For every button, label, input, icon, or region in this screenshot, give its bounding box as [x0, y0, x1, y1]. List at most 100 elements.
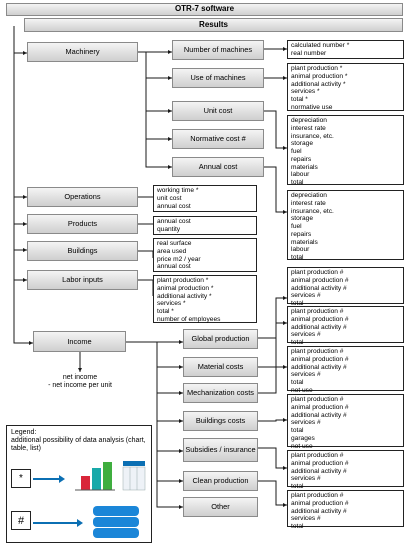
list-item: number of employees: [157, 315, 221, 323]
list-clean-production: plant production # animal production # a…: [287, 490, 404, 530]
list-item: additional activity #: [291, 323, 347, 331]
legend-title: Legend:: [11, 429, 37, 436]
list-item: real number: [291, 49, 327, 57]
list-operations: working time * unit cost annual cost: [153, 185, 257, 212]
node-clean-production: Clean production: [183, 471, 258, 491]
income-text: net income - net income per unit: [22, 374, 138, 394]
list-item: working time *: [157, 187, 199, 194]
node-income: Income: [33, 331, 126, 352]
legend-symbol-star: *: [11, 469, 31, 488]
list-item: services #: [291, 331, 321, 339]
node-material-costs: Material costs: [183, 357, 258, 377]
list-item: quantity: [157, 225, 181, 233]
list-unit-cost: depreciation interest rate insurance, et…: [287, 115, 404, 186]
node-other: Other: [183, 497, 258, 517]
list-item: services *: [291, 88, 320, 96]
legend-symbol-hash: #: [11, 511, 31, 530]
list-item: total *: [157, 308, 174, 316]
list-item: services #: [291, 371, 321, 379]
list-item: plant production *: [157, 277, 209, 284]
arrow-head-icon: [59, 475, 65, 483]
list-products: annual cost quantity: [153, 216, 257, 235]
list-item: total: [291, 523, 304, 531]
list-item: services #: [291, 515, 321, 523]
list-item: plant production #: [291, 348, 344, 355]
list-item: storage: [291, 140, 313, 148]
list-item: repairs: [291, 155, 312, 163]
list-item: depreciation: [291, 192, 327, 199]
legend-graphics: [33, 461, 146, 538]
arrow-head-icon: [77, 519, 83, 527]
list-item: total: [291, 483, 304, 491]
list-item: fuel: [291, 223, 302, 231]
list-item: fuel: [291, 148, 302, 156]
list-buildings: real surface area used price m2 / year a…: [153, 238, 257, 272]
income-text-line: net income: [62, 374, 98, 381]
list-item: additional activity #: [291, 467, 347, 475]
list-item: total: [291, 254, 304, 262]
node-products: Products: [27, 214, 138, 234]
node-mechanization-costs: Mechanization costs: [183, 383, 258, 403]
bar-chart-icon: [75, 462, 115, 491]
list-item: materials: [291, 163, 318, 171]
database-icon: [93, 506, 139, 538]
list-item: annual cost: [157, 202, 191, 210]
list-item: services *: [157, 300, 186, 308]
node-operations: Operations: [27, 187, 138, 207]
list-item: animal production *: [157, 284, 214, 292]
list-item: labour: [291, 171, 310, 179]
node-machinery: Machinery: [27, 42, 138, 62]
list-item: animal production #: [291, 315, 349, 323]
list-item: plant production #: [291, 396, 344, 403]
list-subsidies-insurance: plant production # animal production # a…: [287, 450, 404, 490]
list-item: not use: [291, 386, 313, 394]
list-item: additional activity *: [157, 292, 212, 300]
list-item: annual cost: [157, 263, 191, 271]
list-item: total: [291, 427, 304, 435]
legend-text: Legend: additional possibility of data a…: [11, 429, 149, 453]
list-item: repairs: [291, 230, 312, 238]
list-item: insurance, etc.: [291, 132, 334, 140]
node-unit-cost: Unit cost: [172, 101, 264, 121]
list-item: total: [291, 379, 304, 387]
list-item: additional activity #: [291, 363, 347, 371]
list-item: animal production #: [291, 355, 349, 363]
list-item: animal production #: [291, 459, 349, 467]
list-item: plant production #: [291, 308, 344, 315]
list-item: animal production *: [291, 72, 348, 80]
list-item: storage: [291, 215, 313, 223]
node-global-production: Global production: [183, 329, 258, 349]
list-item: calculated number *: [291, 42, 350, 49]
list-item: additional activity *: [291, 80, 346, 88]
list-item: insurance, etc.: [291, 207, 334, 215]
list-material-costs: plant production # animal production # a…: [287, 306, 404, 346]
list-item: depreciation: [291, 117, 327, 124]
list-item: garages: [291, 434, 315, 442]
list-item: animal production #: [291, 276, 349, 284]
list-item: area used: [157, 247, 187, 255]
node-annual-cost: Annual cost: [172, 157, 264, 177]
list-item: additional activity #: [291, 411, 347, 419]
income-text-line: - net income per unit: [48, 382, 112, 390]
list-item: materials: [291, 238, 318, 246]
list-annual-cost: depreciation interest rate insurance, et…: [287, 190, 404, 262]
list-item: price m2 / year: [157, 255, 201, 263]
node-labor-inputs: Labor inputs: [27, 270, 138, 290]
list-item: additional activity #: [291, 507, 347, 515]
list-labor-inputs: plant production * animal production * a…: [153, 275, 257, 323]
node-number-of-machines: Number of machines: [172, 40, 264, 60]
table-icon: [122, 461, 146, 491]
list-item: animal production #: [291, 499, 349, 507]
list-item: interest rate: [291, 124, 326, 132]
list-mechanization-costs: plant production # animal production # a…: [287, 346, 404, 394]
list-item: total *: [291, 96, 308, 104]
list-item: real surface: [157, 240, 192, 247]
list-item: services #: [291, 292, 321, 300]
list-item: annual cost: [157, 218, 191, 225]
list-item: plant production *: [291, 65, 343, 72]
node-buildings-costs: Buildings costs: [183, 411, 258, 431]
list-item: total: [291, 300, 304, 308]
list-item: not use: [291, 442, 313, 450]
list-item: normative use: [291, 103, 333, 111]
list-buildings-costs: plant production # animal production # a…: [287, 394, 404, 450]
